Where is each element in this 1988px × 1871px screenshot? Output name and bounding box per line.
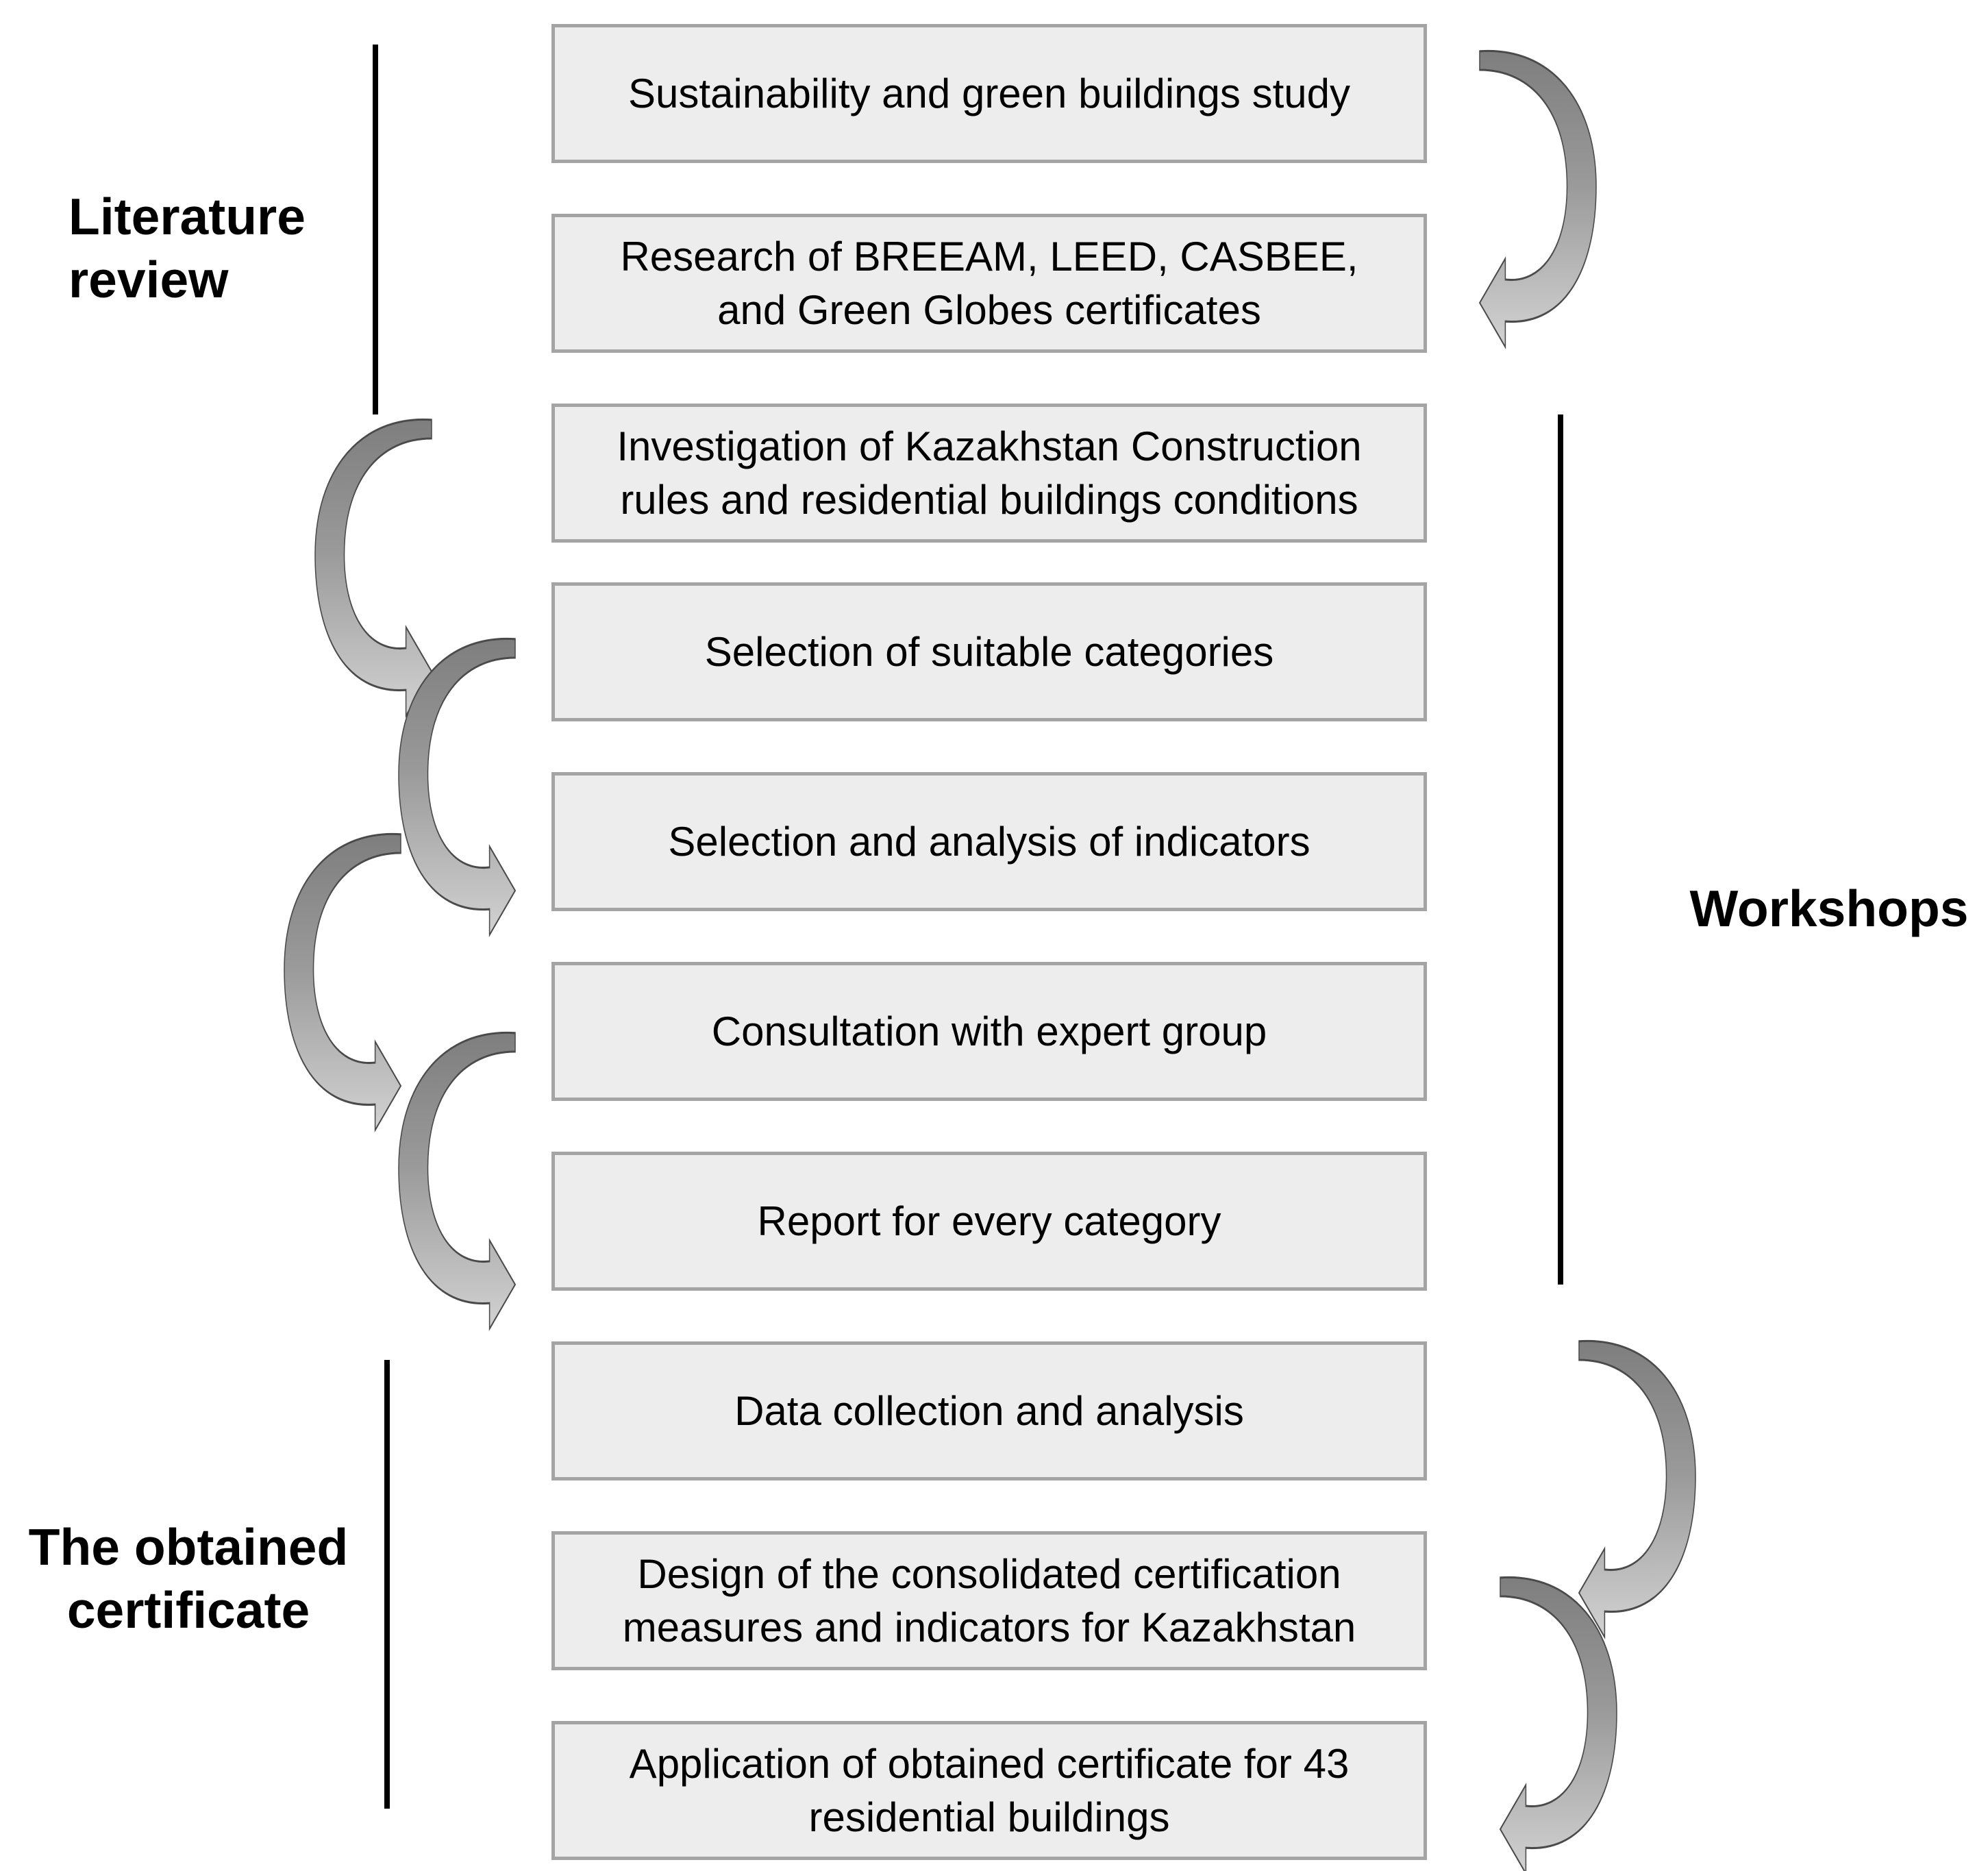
step-text-line: and Green Globes certificates xyxy=(717,286,1261,333)
curved-arrow-icon xyxy=(1480,51,1596,347)
step-text-line: residential buildings xyxy=(808,1794,1170,1840)
obtained-certificate-label: The obtained certificate xyxy=(14,1515,363,1641)
step-indicator-analysis: Selection and analysis of indicators xyxy=(551,772,1427,911)
step-certificate-application: Application of obtained certificate for … xyxy=(551,1721,1427,1860)
literature-review-bracket xyxy=(373,45,378,414)
step-text-line: Research of BREEAM, LEED, CASBEE, xyxy=(620,233,1358,280)
phase-label-line: review xyxy=(69,251,229,308)
step-certification-design: Design of the consolidated certification… xyxy=(551,1531,1427,1670)
step-text-line: Design of the consolidated certification xyxy=(637,1550,1341,1597)
step-kazakhstan-investigation: Investigation of Kazakhstan Construction… xyxy=(551,404,1427,543)
step-text-line: Sustainability and green buildings study xyxy=(628,70,1350,116)
step-sustainability-study: Sustainability and green buildings study xyxy=(551,24,1427,163)
obtained-certificate-bracket xyxy=(384,1360,390,1809)
step-data-collection: Data collection and analysis xyxy=(551,1341,1427,1480)
step-text-line: Consultation with expert group xyxy=(711,1008,1267,1054)
step-category-report: Report for every category xyxy=(551,1152,1427,1291)
step-text-line: rules and residential buildings conditio… xyxy=(620,476,1358,523)
step-text-line: Report for every category xyxy=(757,1198,1221,1244)
workshops-label: Workshops xyxy=(1678,877,1980,940)
step-expert-consultation: Consultation with expert group xyxy=(551,962,1427,1101)
curved-arrow-icon xyxy=(399,1032,515,1328)
step-text-line: measures and indicators for Kazakhstan xyxy=(622,1604,1356,1650)
literature-review-label: Literature review xyxy=(69,185,343,311)
step-text-line: Investigation of Kazakhstan Construction xyxy=(617,423,1362,469)
step-text-line: Application of obtained certificate for … xyxy=(629,1740,1350,1787)
step-text-line: Selection and analysis of indicators xyxy=(668,818,1310,865)
step-category-selection: Selection of suitable categories xyxy=(551,582,1427,721)
phase-label-line: Workshops xyxy=(1689,880,1969,937)
step-text-line: Data collection and analysis xyxy=(734,1387,1244,1434)
phase-label-line: Literature xyxy=(69,188,306,245)
phase-label-line: certificate xyxy=(66,1581,310,1639)
workshops-bracket xyxy=(1558,414,1563,1285)
curved-arrow-icon xyxy=(1579,1341,1695,1637)
phase-label-line: The obtained xyxy=(28,1518,349,1576)
curved-arrow-icon xyxy=(315,419,432,715)
step-certificates-research: Research of BREEAM, LEED, CASBEE, and Gre… xyxy=(551,214,1427,353)
curved-arrow-icon xyxy=(284,834,401,1130)
step-text-line: Selection of suitable categories xyxy=(704,628,1274,675)
